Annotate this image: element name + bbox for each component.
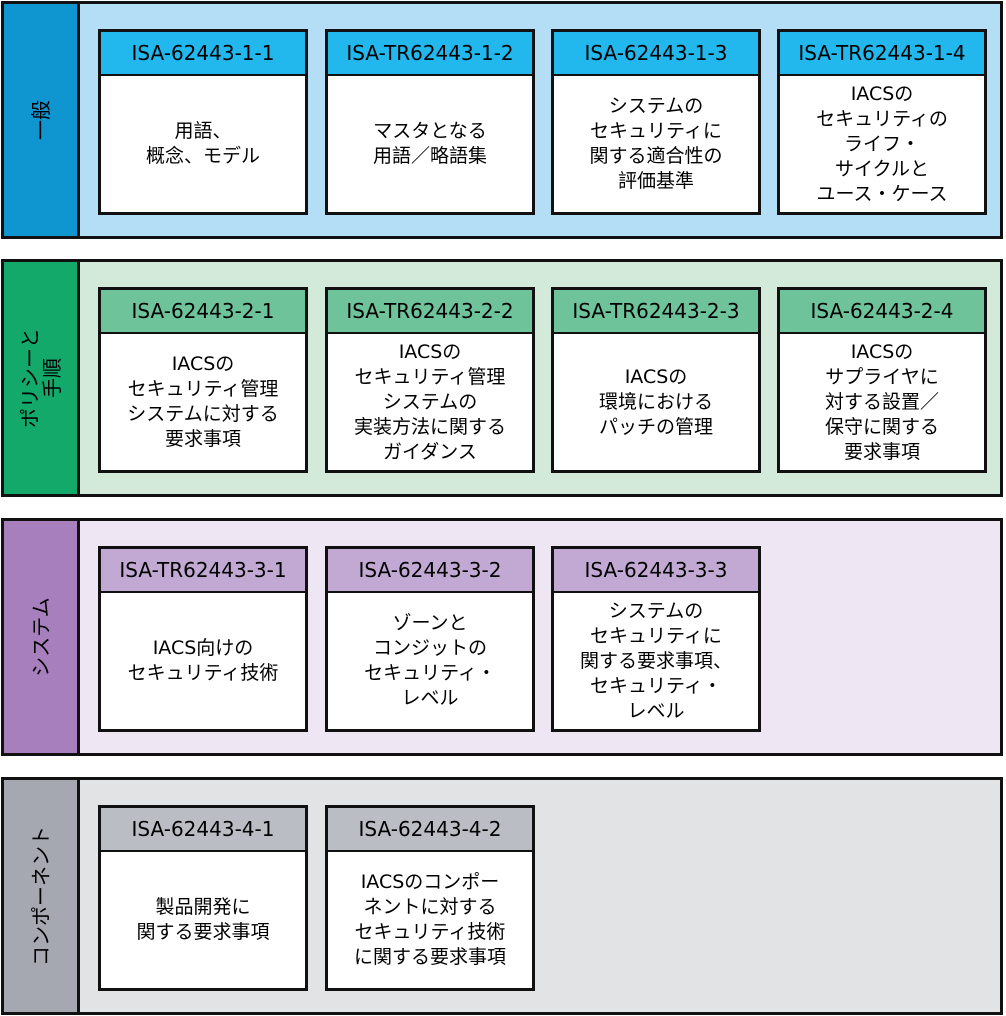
- standard-description: システムの セキュリティに 関する適合性の 評価基準: [589, 95, 723, 192]
- category-label-text: ポリシーと 手順: [17, 328, 64, 428]
- category-band-general: 一般 ISA-62443-1-1 用語、 概念、モデル ISA-TR62443-1-2…: [1, 1, 1003, 239]
- standard-id: ISA-62443-3-3: [554, 549, 758, 593]
- category-label-general: 一般: [4, 4, 80, 236]
- standard-description: マスタとなる 用語／略語集: [372, 120, 487, 167]
- standard-id: ISA-62443-4-2: [328, 808, 532, 852]
- standard-id: ISA-62443-2-4: [780, 290, 984, 334]
- standard-id: ISA-62443-3-2: [328, 549, 532, 593]
- standard-card: ISA-62443-4-1 製品開発に 関する要求事項: [98, 805, 308, 991]
- standard-description: IACSの セキュリティの ライフ・ サイクルと ユース・ケース: [816, 82, 948, 205]
- standard-id: ISA-TR62443-2-2: [328, 290, 532, 334]
- standard-description: システムの セキュリティに 関する要求事項、 セキュリティ・ レベル: [579, 599, 732, 722]
- standard-description: 用語、 概念、モデル: [145, 120, 260, 167]
- standard-id: ISA-62443-1-1: [101, 32, 305, 76]
- category-label-text: コンポーネント: [28, 826, 53, 966]
- standard-id: ISA-TR62443-3-1: [101, 549, 305, 593]
- standard-id: ISA-62443-2-1: [101, 290, 305, 334]
- category-label-component: コンポーネント: [4, 780, 80, 1012]
- standard-description: IACSの サプライヤに 対する設置／ 保守に関する 要求事項: [824, 340, 939, 463]
- standard-id: ISA-TR62443-2-3: [554, 290, 758, 334]
- standard-description: IACSの 環境における パッチの管理: [598, 365, 713, 438]
- standard-card: ISA-62443-3-2 ゾーンと コンジットの セキュリティ・ レベル: [325, 546, 535, 732]
- standard-id: ISA-TR62443-1-2: [328, 32, 532, 76]
- standard-card: ISA-62443-1-3 システムの セキュリティに 関する適合性の 評価基準: [551, 29, 761, 215]
- standard-card: ISA-TR62443-1-2 マスタとなる 用語／略語集: [325, 29, 535, 215]
- standard-card: ISA-62443-1-1 用語、 概念、モデル: [98, 29, 308, 215]
- standard-description: ゾーンと コンジットの セキュリティ・ レベル: [364, 612, 496, 709]
- standard-id: ISA-62443-1-3: [554, 32, 758, 76]
- category-label-system: システム: [4, 521, 80, 753]
- category-label-text: システム: [28, 597, 53, 677]
- standard-card: ISA-62443-3-3 システムの セキュリティに 関する要求事項、 セキュリ…: [551, 546, 761, 732]
- standard-id: ISA-TR62443-1-4: [780, 32, 984, 76]
- standard-description: IACS向けの セキュリティ技術: [127, 637, 279, 684]
- standard-description: 製品開発に 関する要求事項: [136, 896, 270, 943]
- standard-description: IACSの セキュリティ管理 システムに対する 要求事項: [127, 353, 279, 450]
- category-label-policy: ポリシーと 手順: [4, 262, 80, 494]
- category-label-text: 一般: [28, 100, 53, 140]
- standard-description: IACSのコンポー ネントに対する セキュリティ技術 に関する要求事項: [353, 871, 506, 968]
- standard-description: IACSの セキュリティ管理 システムの 実装方法に関する ガイダンス: [353, 340, 506, 463]
- standard-id: ISA-62443-4-1: [101, 808, 305, 852]
